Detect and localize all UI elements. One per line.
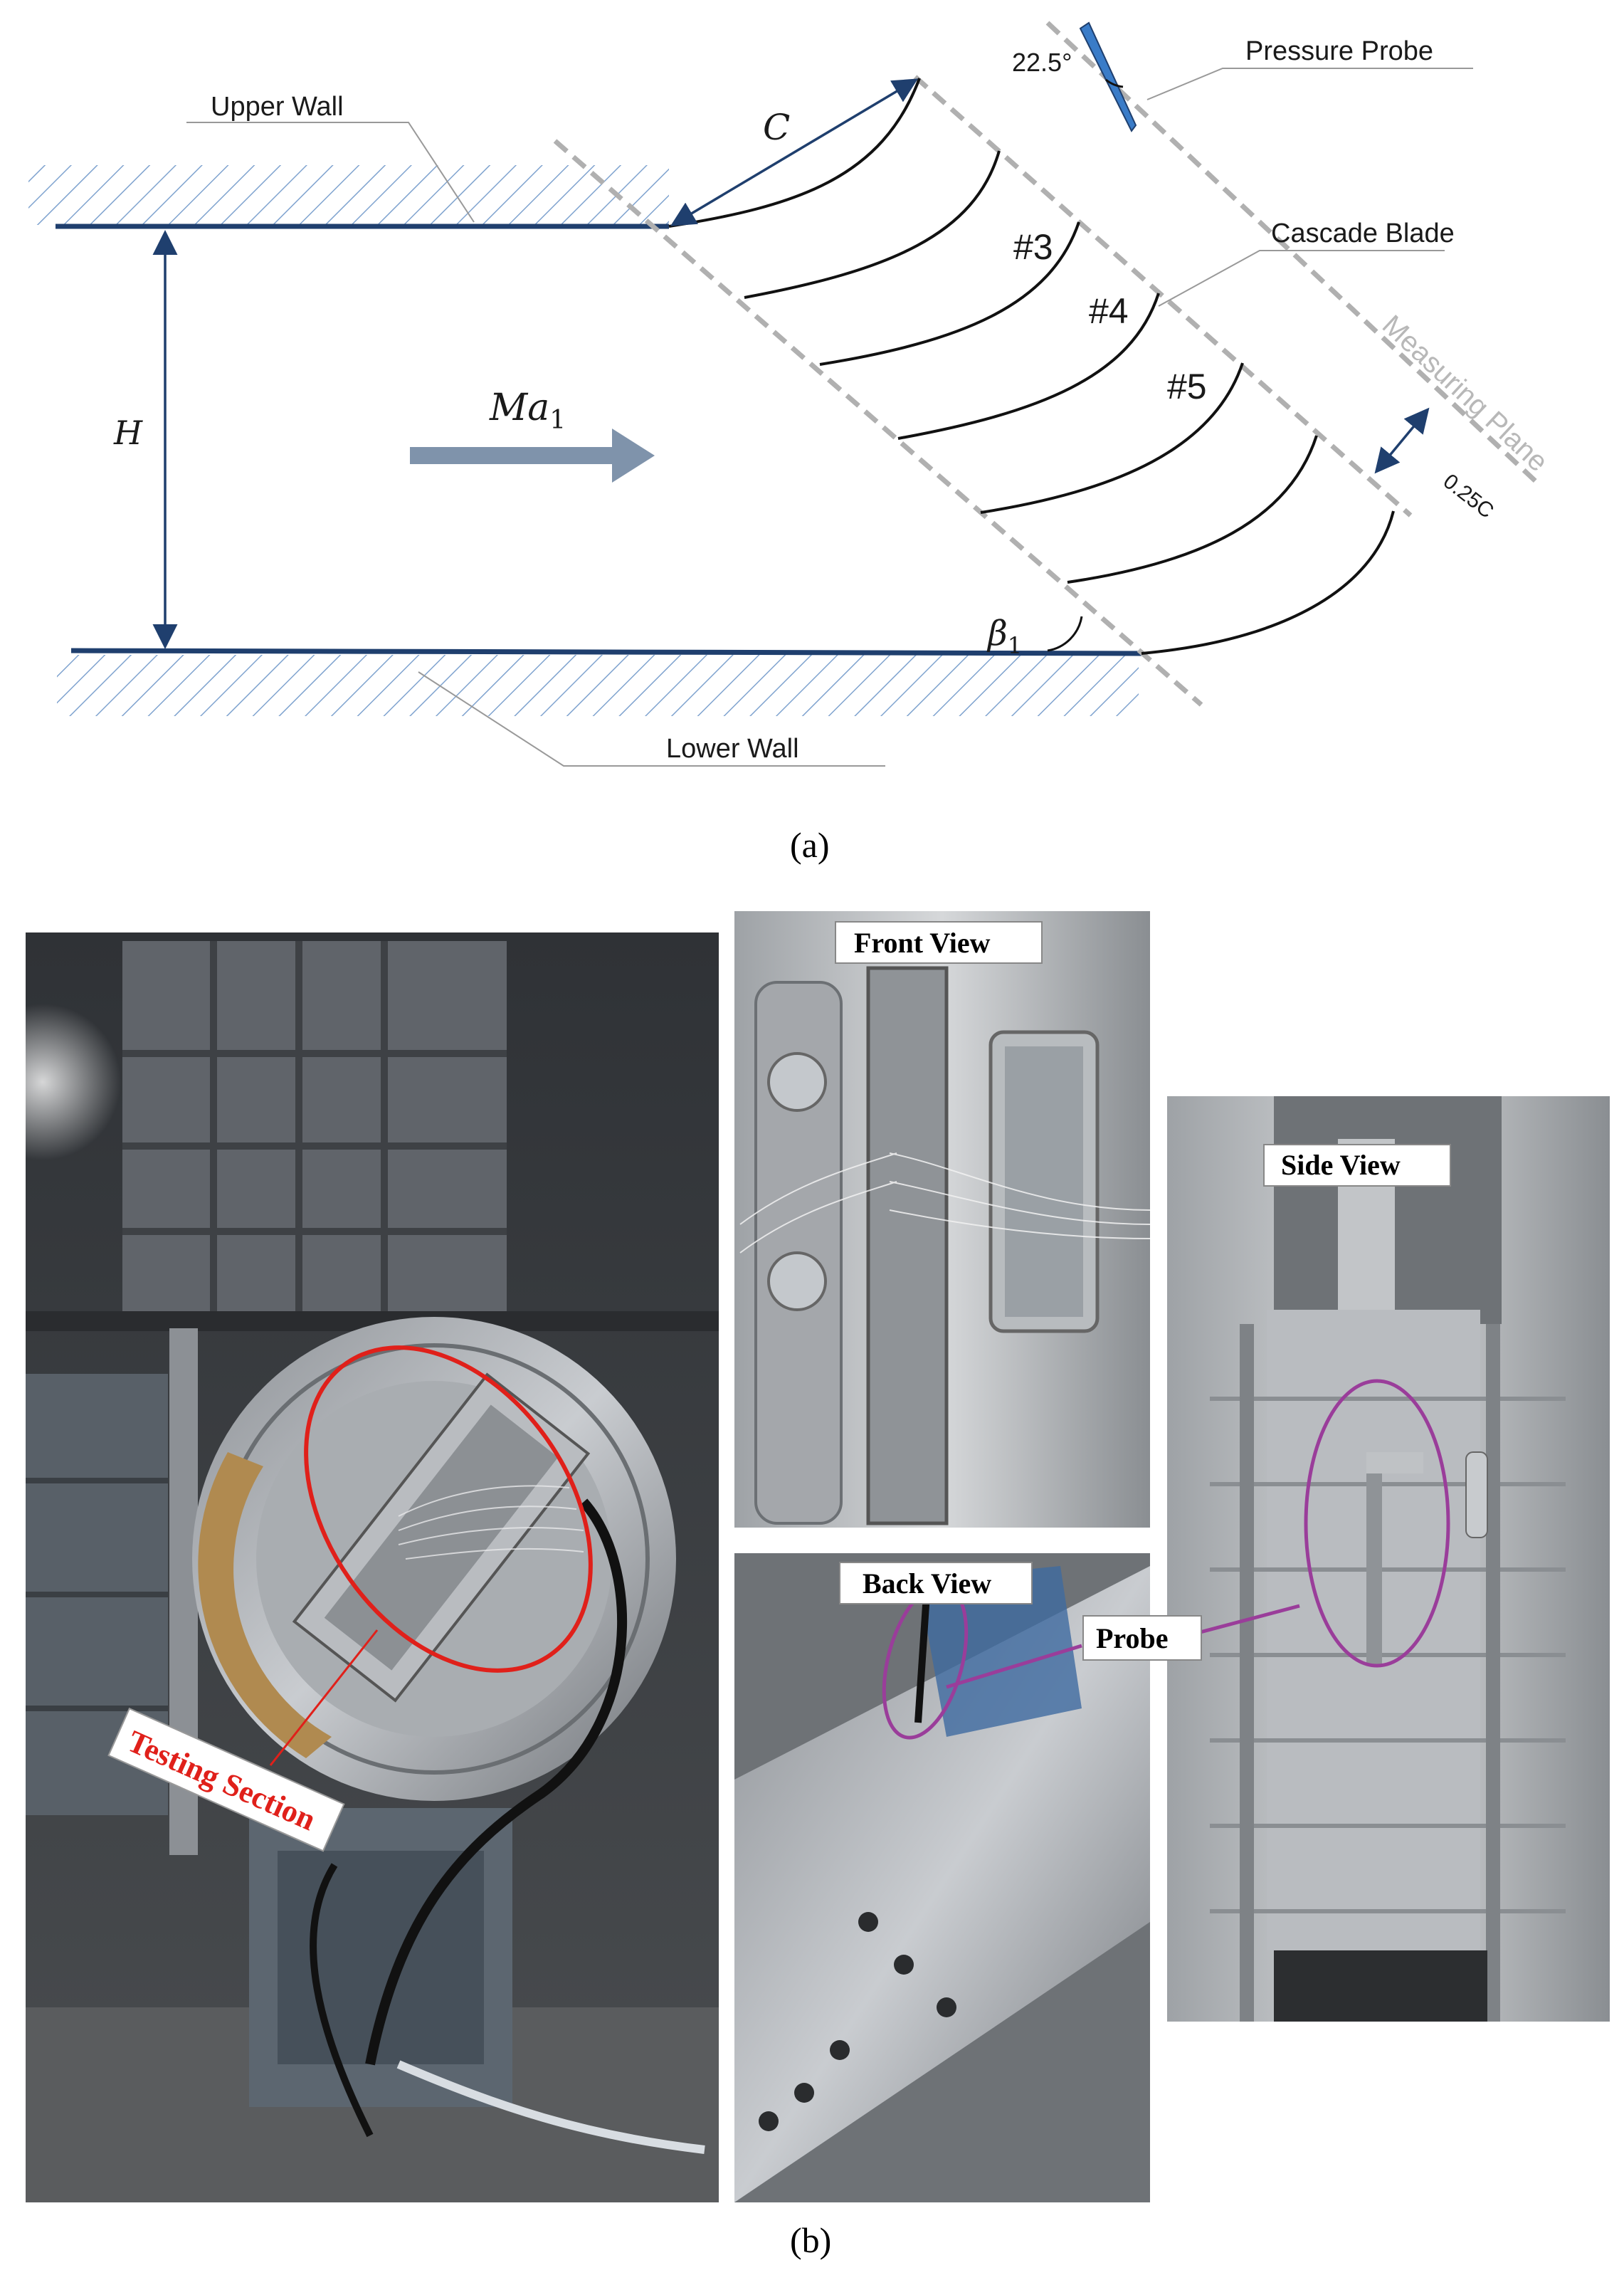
upper-wall-leader bbox=[186, 122, 475, 223]
schematic-panel: H Ma1 #3 #4 #5 C β1 0.2 bbox=[28, 21, 1554, 865]
chord-label: C bbox=[763, 107, 790, 148]
testing-section-highlight bbox=[304, 1345, 593, 1673]
upper-wall-label: Upper Wall bbox=[211, 92, 344, 122]
lower-wall-hatch bbox=[57, 655, 1139, 716]
back-view-photo: Back View bbox=[734, 1553, 1150, 2202]
offset-label: 0.25C bbox=[1439, 470, 1498, 523]
blade-4 bbox=[897, 293, 1160, 440]
front-view-photo: Front View bbox=[734, 911, 1151, 1528]
blade-6 bbox=[1067, 435, 1318, 584]
blade-7 bbox=[1141, 510, 1395, 655]
lower-wall-leader bbox=[418, 671, 885, 767]
lower-wall-line bbox=[70, 648, 1143, 656]
pressure-probe-icon bbox=[1079, 21, 1137, 132]
pressure-probe-leader bbox=[1146, 68, 1473, 100]
side-view-probe-highlight bbox=[1304, 1379, 1450, 1668]
measuring-plane-label: Measuring Plane bbox=[1376, 309, 1554, 478]
front-view-label: Front View bbox=[854, 927, 991, 959]
mach-arrow bbox=[410, 429, 655, 483]
probe-label: Probe bbox=[1096, 1622, 1168, 1654]
lower-wall-label: Lower Wall bbox=[666, 734, 799, 764]
blade-5 bbox=[980, 362, 1244, 514]
probe-angle-arc bbox=[1105, 78, 1124, 88]
offset-dimension-arrow bbox=[1374, 407, 1430, 474]
height-label: H bbox=[113, 414, 143, 452]
beta-label: β1 bbox=[986, 614, 1022, 659]
panel-a-label: (a) bbox=[790, 825, 830, 865]
beta-angle-arc bbox=[1047, 616, 1083, 652]
photo-panel: Testing Section Front View bbox=[0, 911, 1610, 2260]
measuring-plane-line bbox=[1045, 21, 1541, 486]
chord-dimension-arrow bbox=[670, 78, 919, 226]
cascade-blade-label: Cascade Blade bbox=[1271, 219, 1455, 248]
cascade-blades bbox=[668, 78, 1395, 655]
mach-label: Ma1 bbox=[489, 387, 566, 435]
blade-4-label: #4 bbox=[1089, 291, 1129, 331]
side-view-label: Side View bbox=[1281, 1149, 1401, 1181]
blade-2 bbox=[744, 150, 1001, 299]
panel-b-label: (b) bbox=[790, 2220, 831, 2260]
blade-5-label: #5 bbox=[1167, 367, 1207, 406]
probe-angle-label: 22.5° bbox=[1012, 48, 1072, 77]
side-view-photo: Side View bbox=[1167, 1096, 1610, 2022]
cascade-blade-leader bbox=[1158, 250, 1445, 307]
upper-wall-hatch bbox=[28, 165, 669, 225]
blade-3 bbox=[819, 221, 1080, 366]
pressure-probe-label: Pressure Probe bbox=[1245, 36, 1433, 66]
leading-edge-line bbox=[553, 139, 1203, 707]
back-view-label: Back View bbox=[863, 1567, 991, 1599]
trailing-edge-line bbox=[913, 75, 1413, 517]
rig-photo: Testing Section bbox=[0, 932, 719, 2202]
blade-3-label: #3 bbox=[1013, 227, 1053, 267]
probe-callout-line-back bbox=[946, 1644, 1082, 1689]
